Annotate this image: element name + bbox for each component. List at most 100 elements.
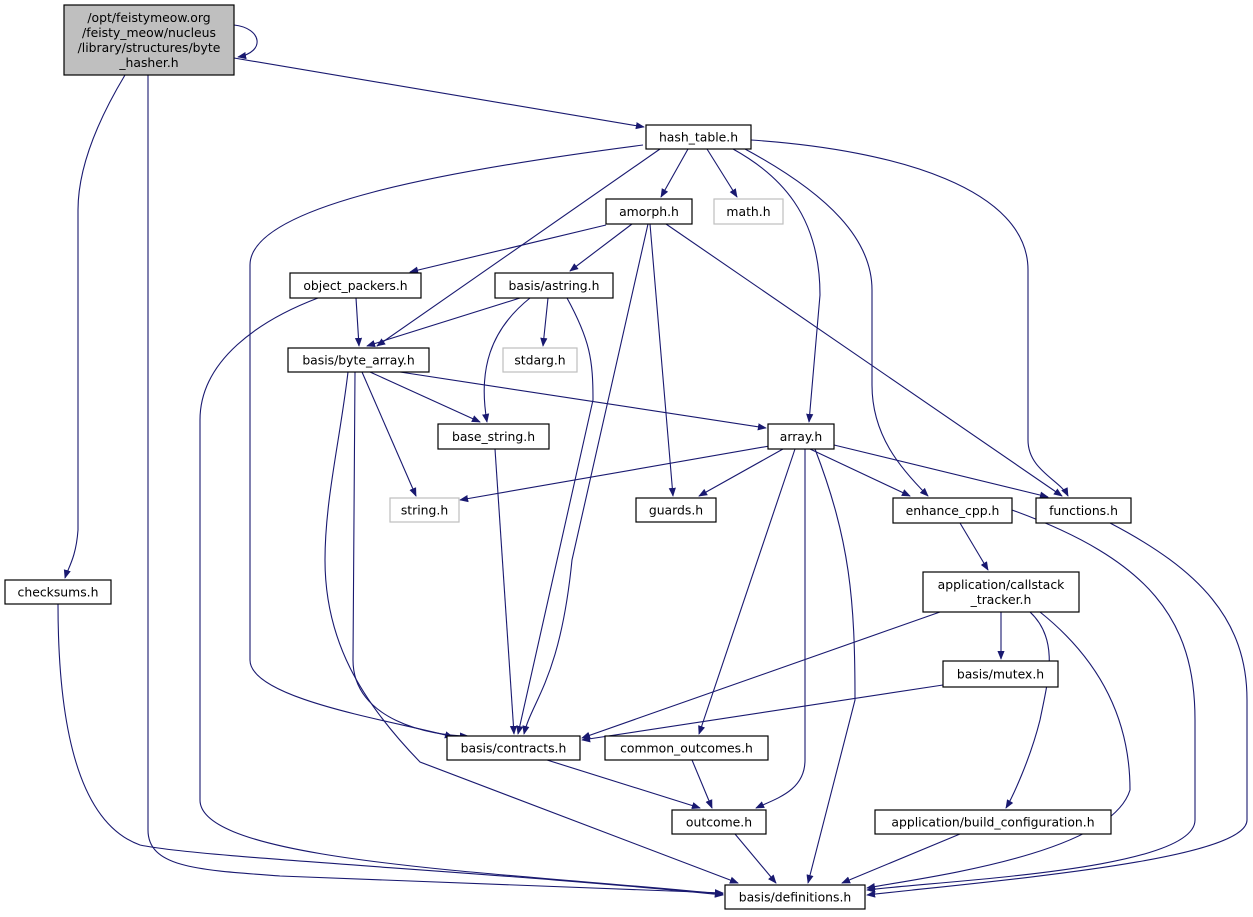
node-box xyxy=(767,423,835,450)
node-label: /feisty_meow/nucleus xyxy=(82,25,216,40)
edge-array-to-enh xyxy=(809,448,911,497)
node-box xyxy=(874,809,1112,835)
node-box xyxy=(922,571,1080,613)
edge-amorph-to-func xyxy=(665,223,1063,497)
node-label: functions.h xyxy=(1049,503,1118,518)
node-array[interactable]: array.h xyxy=(767,423,835,450)
node-strh: string.h xyxy=(389,497,460,523)
node-cst[interactable]: application/callstack_tracker.h xyxy=(922,571,1080,613)
node-box xyxy=(604,735,769,761)
edge-hash-to-math xyxy=(706,148,738,198)
node-label: common_outcomes.h xyxy=(620,741,753,756)
edge-objp-to-defs xyxy=(199,297,724,897)
edge-astr-to-stdarg xyxy=(540,297,549,347)
edge-amorph-to-contr xyxy=(522,223,649,735)
edge-cst-to-contr xyxy=(581,611,941,739)
node-box xyxy=(724,884,866,910)
edge-bytea-to-strh xyxy=(361,371,417,497)
node-bytea[interactable]: basis/byte_array.h xyxy=(287,347,430,373)
node-box xyxy=(289,272,422,299)
node-enh[interactable]: enhance_cpp.h xyxy=(892,497,1013,524)
node-box xyxy=(892,497,1013,524)
edge-array-to-defs xyxy=(806,448,856,884)
edge-root-to-hash xyxy=(233,57,645,130)
edge-outc-to-defs xyxy=(734,833,777,884)
node-label: math.h xyxy=(726,204,770,219)
node-label: string.h xyxy=(401,503,448,518)
node-build[interactable]: application/build_configuration.h xyxy=(874,809,1112,835)
node-guards[interactable]: guards.h xyxy=(635,497,717,523)
node-label: outcome.h xyxy=(686,815,752,830)
edge-hash-to-contr xyxy=(249,144,644,739)
node-bstr[interactable]: base_string.h xyxy=(437,423,550,450)
node-label: base_string.h xyxy=(452,429,535,444)
node-math: math.h xyxy=(713,198,784,225)
edge-hash-to-array xyxy=(732,148,821,423)
node-astr[interactable]: basis/astring.h xyxy=(494,272,614,299)
edge-root-to-cks xyxy=(63,74,126,579)
edge-bytea-to-defs xyxy=(324,371,739,884)
node-label: application/callstack xyxy=(938,577,1066,592)
edge-cst-to-defs xyxy=(866,611,1131,891)
node-label: _tracker.h xyxy=(970,592,1032,607)
edge-array-to-comm xyxy=(698,448,796,735)
node-box xyxy=(605,198,693,225)
node-label: basis/byte_array.h xyxy=(302,353,414,368)
node-box xyxy=(494,272,614,299)
edge-cks-to-defs xyxy=(57,603,724,898)
node-label: enhance_cpp.h xyxy=(906,503,1000,518)
edge-array-to-strh xyxy=(459,444,776,503)
edge-objp-to-bytea xyxy=(354,297,363,347)
node-stdarg: stdarg.h xyxy=(502,347,578,373)
node-box xyxy=(635,497,717,523)
edge-astr-to-bstr xyxy=(482,297,531,423)
node-box xyxy=(4,579,112,605)
node-label: /opt/feistymeow.org xyxy=(87,10,210,25)
node-label: stdarg.h xyxy=(514,353,565,368)
edge-array-to-outc xyxy=(755,449,806,809)
node-label: object_packers.h xyxy=(303,278,407,293)
edge-array-to-func xyxy=(833,444,1049,499)
node-outc[interactable]: outcome.h xyxy=(671,809,767,835)
node-contr[interactable]: basis/contracts.h xyxy=(446,735,581,761)
edge-build-to-defs xyxy=(841,833,961,884)
edge-func-to-defs xyxy=(866,522,1248,898)
edge-array-to-guards xyxy=(698,448,784,497)
node-hash[interactable]: hash_table.h xyxy=(645,124,752,150)
edge-cst-to-build xyxy=(1005,611,1050,809)
edge-root-to-defs xyxy=(147,75,724,897)
edge-root-to-root xyxy=(233,24,258,60)
node-label: application/build_configuration.h xyxy=(891,815,1094,830)
node-label: checksums.h xyxy=(18,585,99,600)
node-box xyxy=(671,809,767,835)
edge-bytea-to-array xyxy=(399,371,767,431)
edge-contr-to-outc xyxy=(546,759,701,810)
edge-astr-to-bytea xyxy=(366,297,521,348)
edge-enh-to-cst xyxy=(959,522,989,571)
node-label: basis/astring.h xyxy=(509,278,600,293)
edge-comm-to-outc xyxy=(691,759,713,809)
node-defs[interactable]: basis/definitions.h xyxy=(724,884,866,910)
node-cks[interactable]: checksums.h xyxy=(4,579,112,605)
edge-hash-to-func xyxy=(750,139,1069,497)
node-objp[interactable]: object_packers.h xyxy=(289,272,422,299)
edge-hash-to-bytea xyxy=(376,148,661,347)
node-amorph[interactable]: amorph.h xyxy=(605,198,693,225)
node-box xyxy=(63,4,235,76)
edge-hash-to-amorph xyxy=(660,148,689,198)
node-box xyxy=(713,198,784,225)
edge-mutex-to-contr xyxy=(581,684,944,743)
node-label: basis/contracts.h xyxy=(461,741,567,756)
edge-amorph-to-objp xyxy=(409,224,607,274)
node-mutex[interactable]: basis/mutex.h xyxy=(942,660,1059,688)
node-label: basis/definitions.h xyxy=(739,890,852,905)
edge-bytea-to-contr xyxy=(352,371,469,740)
node-comm[interactable]: common_outcomes.h xyxy=(604,735,769,761)
edge-astr-to-contr xyxy=(516,297,594,735)
edge-amorph-to-guards xyxy=(649,223,676,497)
node-root: /opt/feistymeow.org/feisty_meow/nucleus/… xyxy=(63,4,235,76)
node-func[interactable]: functions.h xyxy=(1035,497,1132,524)
node-label: amorph.h xyxy=(619,204,679,219)
node-box xyxy=(942,660,1059,688)
